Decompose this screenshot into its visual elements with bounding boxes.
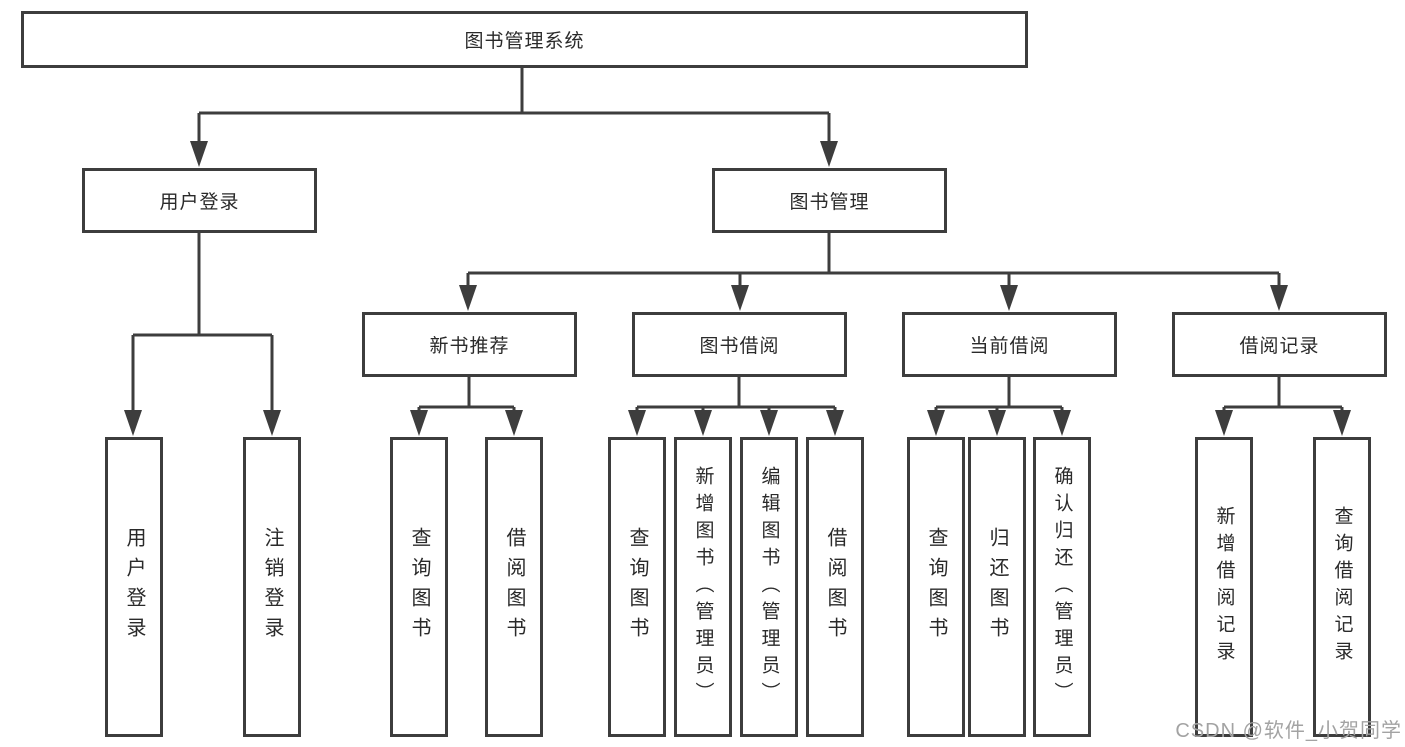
leaf-return-books: 归还图书 [968, 437, 1026, 737]
connector-bookmgmt-to-level3 [466, 233, 1281, 287]
node-label: 新书推荐 [429, 336, 510, 357]
leaf-add-books-admin: 新增图书（管理员） [674, 437, 732, 737]
leaf-confirm-return-admin: 确认归还（管理员） [1033, 437, 1091, 737]
node-label: 图书借阅 [699, 336, 780, 357]
leaf-query-books-current: 查询图书 [907, 437, 965, 737]
connector-recommend-to-leaves [417, 377, 516, 412]
node-label: 图书管理 [789, 192, 870, 213]
node-user-login: 用户登录 [82, 168, 317, 233]
leaf-label: 新增借阅记录 [1213, 506, 1235, 668]
connector-root-to-level2 [197, 68, 831, 142]
node-borrow-records: 借阅记录 [1172, 312, 1387, 377]
leaf-query-books-borrow: 查询图书 [608, 437, 666, 737]
leaf-logout: 注销登录 [243, 437, 301, 737]
node-label: 图书管理系统 [464, 31, 585, 52]
connector-borrow-to-leaves [635, 377, 837, 412]
connector-userlogin-to-leaves [131, 233, 274, 412]
leaf-label: 查询图书 [626, 527, 648, 647]
leaf-label: 查询借阅记录 [1331, 506, 1353, 668]
leaf-label: 归还图书 [986, 527, 1008, 647]
leaf-borrow-books: 借阅图书 [806, 437, 864, 737]
arrowheads [124, 141, 1351, 436]
leaf-query-borrow-record: 查询借阅记录 [1313, 437, 1371, 737]
node-book-management: 图书管理 [712, 168, 947, 233]
leaf-label: 查询图书 [408, 527, 430, 647]
leaf-borrow-books-recommend: 借阅图书 [485, 437, 543, 737]
node-label: 用户登录 [159, 192, 240, 213]
connector-current-to-leaves [934, 377, 1064, 412]
csdn-watermark: CSDN @软件_小贺同学 [1175, 720, 1402, 742]
leaf-label: 新增图书（管理员） [692, 465, 714, 709]
node-label: 借阅记录 [1239, 336, 1320, 357]
leaf-user-login: 用户登录 [105, 437, 163, 737]
leaf-label: 借阅图书 [824, 527, 846, 647]
leaf-label: 注销登录 [261, 527, 283, 647]
node-root-system: 图书管理系统 [21, 11, 1028, 68]
leaf-label: 用户登录 [123, 527, 145, 647]
leaf-label: 编辑图书（管理员） [758, 465, 780, 709]
leaf-label: 借阅图书 [503, 527, 525, 647]
node-current-borrow: 当前借阅 [902, 312, 1117, 377]
leaf-query-books-recommend: 查询图书 [390, 437, 448, 737]
connector-records-to-leaves [1222, 377, 1344, 412]
node-new-book-recommend: 新书推荐 [362, 312, 577, 377]
node-label: 当前借阅 [969, 336, 1050, 357]
node-book-borrow: 图书借阅 [632, 312, 847, 377]
leaf-label: 查询图书 [925, 527, 947, 647]
leaf-label: 确认归还（管理员） [1051, 465, 1073, 709]
leaf-add-borrow-record: 新增借阅记录 [1195, 437, 1253, 737]
leaf-edit-books-admin: 编辑图书（管理员） [740, 437, 798, 737]
